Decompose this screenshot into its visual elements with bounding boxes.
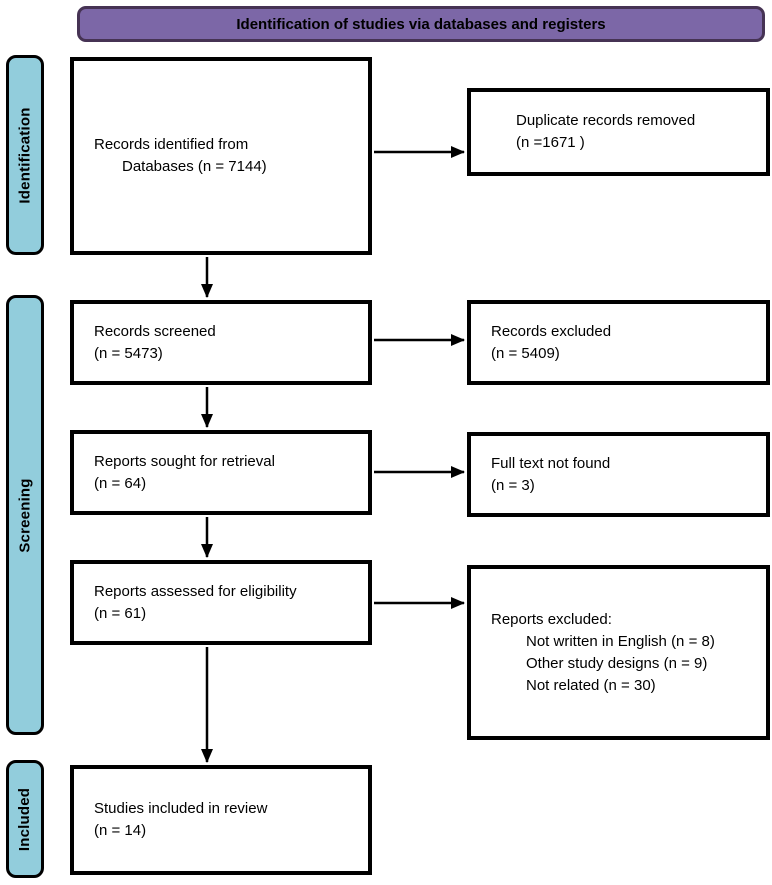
box-reports-excluded: Reports excluded: Not written in English…	[467, 565, 770, 740]
box-records-screened-line2: (n = 5473)	[94, 344, 163, 362]
phase-label-screening-text: Screening	[16, 477, 34, 553]
box-reports-sought: Reports sought for retrieval (n = 64)	[70, 430, 372, 515]
box-studies-included: Studies included in review (n = 14)	[70, 765, 372, 875]
box-reports-assessed-line2: (n = 61)	[94, 604, 147, 622]
diagram-header: Identification of studies via databases …	[77, 6, 765, 42]
box-studies-included-line1: Studies included in review	[94, 800, 268, 817]
box-records-identified: Records identified from Databases (n = 7…	[70, 57, 372, 255]
box-records-excluded: Records excluded (n = 5409)	[467, 300, 770, 385]
box-records-screened-line1: Records screened	[94, 322, 216, 340]
box-reports-assessed-line1: Reports assessed for eligibility	[94, 582, 297, 600]
phase-label-screening: Screening	[6, 295, 44, 735]
box-reports-excluded-reason: Not related (n = 30)	[526, 676, 656, 694]
diagram-header-title: Identification of studies via databases …	[236, 15, 606, 33]
box-reports-sought-line1: Reports sought for retrieval	[94, 452, 275, 470]
phase-label-identification-text: Identification	[16, 106, 34, 204]
box-full-text-not-found: Full text not found (n = 3)	[467, 432, 770, 517]
box-full-text-not-found-line1: Full text not found	[491, 454, 611, 472]
box-reports-sought-line2: (n = 64)	[94, 474, 147, 492]
phase-label-identification: Identification	[6, 55, 44, 255]
box-duplicates-removed: Duplicate records removed (n =1671 )	[467, 88, 770, 176]
box-studies-included-line2: (n = 14)	[94, 822, 147, 839]
box-records-identified-line1: Records identified from	[94, 136, 249, 153]
box-reports-assessed: Reports assessed for eligibility (n = 61…	[70, 560, 372, 645]
box-duplicates-removed-line2: (n =1671 )	[516, 134, 585, 151]
box-records-identified-line2: Databases (n = 7144)	[122, 158, 267, 175]
phase-label-included: Included	[6, 760, 44, 878]
box-reports-excluded-title: Reports excluded:	[491, 610, 612, 628]
box-reports-excluded-reason: Other study designs (n = 9)	[526, 654, 708, 672]
box-records-excluded-line2: (n = 5409)	[491, 344, 560, 362]
phase-label-included-text: Included	[16, 787, 34, 851]
box-records-excluded-line1: Records excluded	[491, 322, 612, 340]
box-full-text-not-found-line2: (n = 3)	[491, 476, 535, 494]
box-duplicates-removed-line1: Duplicate records removed	[516, 112, 696, 129]
box-records-screened: Records screened (n = 5473)	[70, 300, 372, 385]
box-reports-excluded-reason: Not written in English (n = 8)	[526, 632, 715, 650]
